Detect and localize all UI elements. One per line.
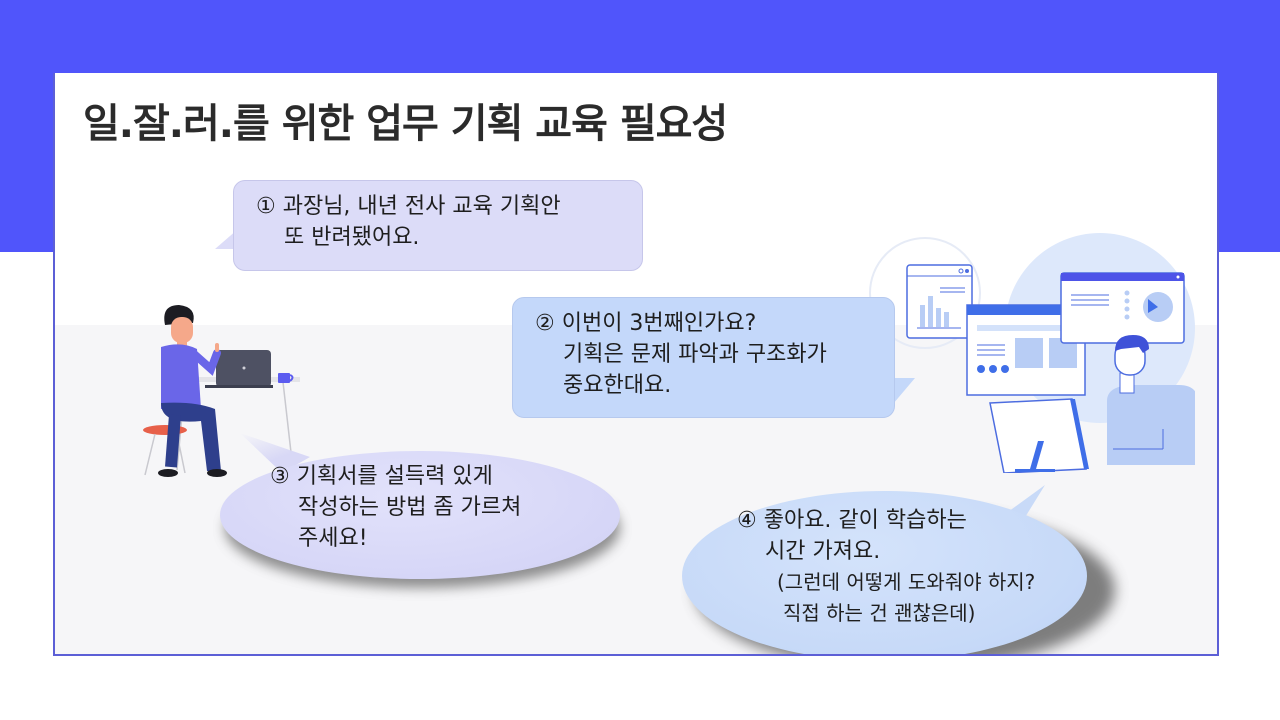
bubble-1-line-2: 또 반려됐어요.	[284, 225, 420, 250]
person-with-dashboards-illustration	[865, 233, 1199, 474]
bubble-4-line-4: 직접 하는 건 괜찮은데)	[783, 601, 976, 625]
speech-bubble-4: ④ 좋아요. 같이 학습하는 시간 가져요. (그런데 어떻게 도와줘야 하지?…	[682, 491, 1087, 654]
bubble-4-line-2: 시간 가져요.	[765, 539, 881, 564]
person-laptop-icon	[143, 305, 307, 477]
bubble-3-line-1: ③ 기획서를 설득력 있게	[270, 464, 493, 489]
speech-bubble-3: ③ 기획서를 설득력 있게 작성하는 방법 좀 가르쳐 주세요!	[220, 451, 620, 579]
slide-title: 일.잘.러.를 위한 업무 기획 교육 필요성	[83, 101, 728, 147]
bubble-1-line-1: ① 과장님, 내년 전사 교육 기획안	[256, 194, 561, 219]
bubble-3-line-2: 작성하는 방법 좀 가르쳐	[298, 495, 522, 520]
bubble-2-line-3: 중요한대요.	[563, 373, 672, 398]
bubble-2-line-2: 기획은 문제 파악과 구조화가	[563, 342, 827, 367]
bubble-4-line-1: ④ 좋아요. 같이 학습하는	[737, 508, 967, 533]
bubble-3-line-3: 주세요!	[298, 526, 368, 551]
dashboard-worker-icon	[869, 233, 1199, 474]
slide-card: 일.잘.러.를 위한 업무 기획 교육 필요성	[53, 73, 1219, 656]
speech-bubble-1: ① 과장님, 내년 전사 교육 기획안 또 반려됐어요.	[233, 180, 643, 271]
speech-bubble-2-tail	[893, 378, 915, 404]
speech-bubble-2: ② 이번이 3번째인가요? 기획은 문제 파악과 구조화가 중요한대요.	[512, 297, 895, 418]
person-at-laptop-illustration	[115, 295, 307, 480]
bubble-2-line-1: ② 이번이 3번째인가요?	[535, 311, 757, 336]
bubble-4-line-3: (그런데 어떻게 도와줘야 하지?	[777, 570, 1036, 594]
